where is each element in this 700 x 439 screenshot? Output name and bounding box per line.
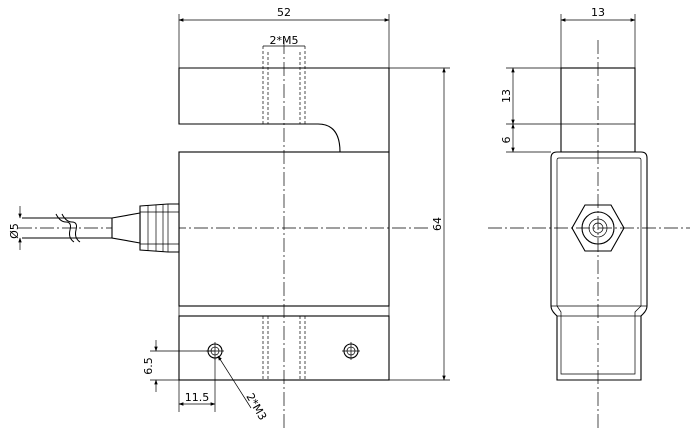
cable	[22, 213, 112, 243]
width-dim-label: 52	[277, 6, 291, 19]
side-top-height-label: 13	[500, 89, 513, 103]
side-view: 13 13 6	[488, 6, 690, 430]
top-thread-hidden	[262, 46, 306, 124]
hole-offset-y-label: 6.5	[142, 357, 155, 375]
side-width-dim-label: 13	[591, 6, 605, 19]
hole-offset-x-label: 11.5	[185, 391, 210, 404]
bottom-thread-label: 2*M3	[243, 391, 269, 423]
height-dim-label: 64	[431, 217, 444, 231]
cable-diameter-label: Ø5	[8, 223, 21, 239]
bottom-thread-hidden	[262, 316, 306, 380]
side-slot-dim-label: 6	[500, 137, 513, 144]
cable-gland	[111, 203, 180, 253]
front-view: Ø5 52 2*M5 64 6.5	[8, 6, 450, 430]
top-thread-label: 2*M5	[270, 34, 299, 47]
side-main-body	[550, 151, 648, 381]
m3-hole-right	[342, 342, 360, 360]
